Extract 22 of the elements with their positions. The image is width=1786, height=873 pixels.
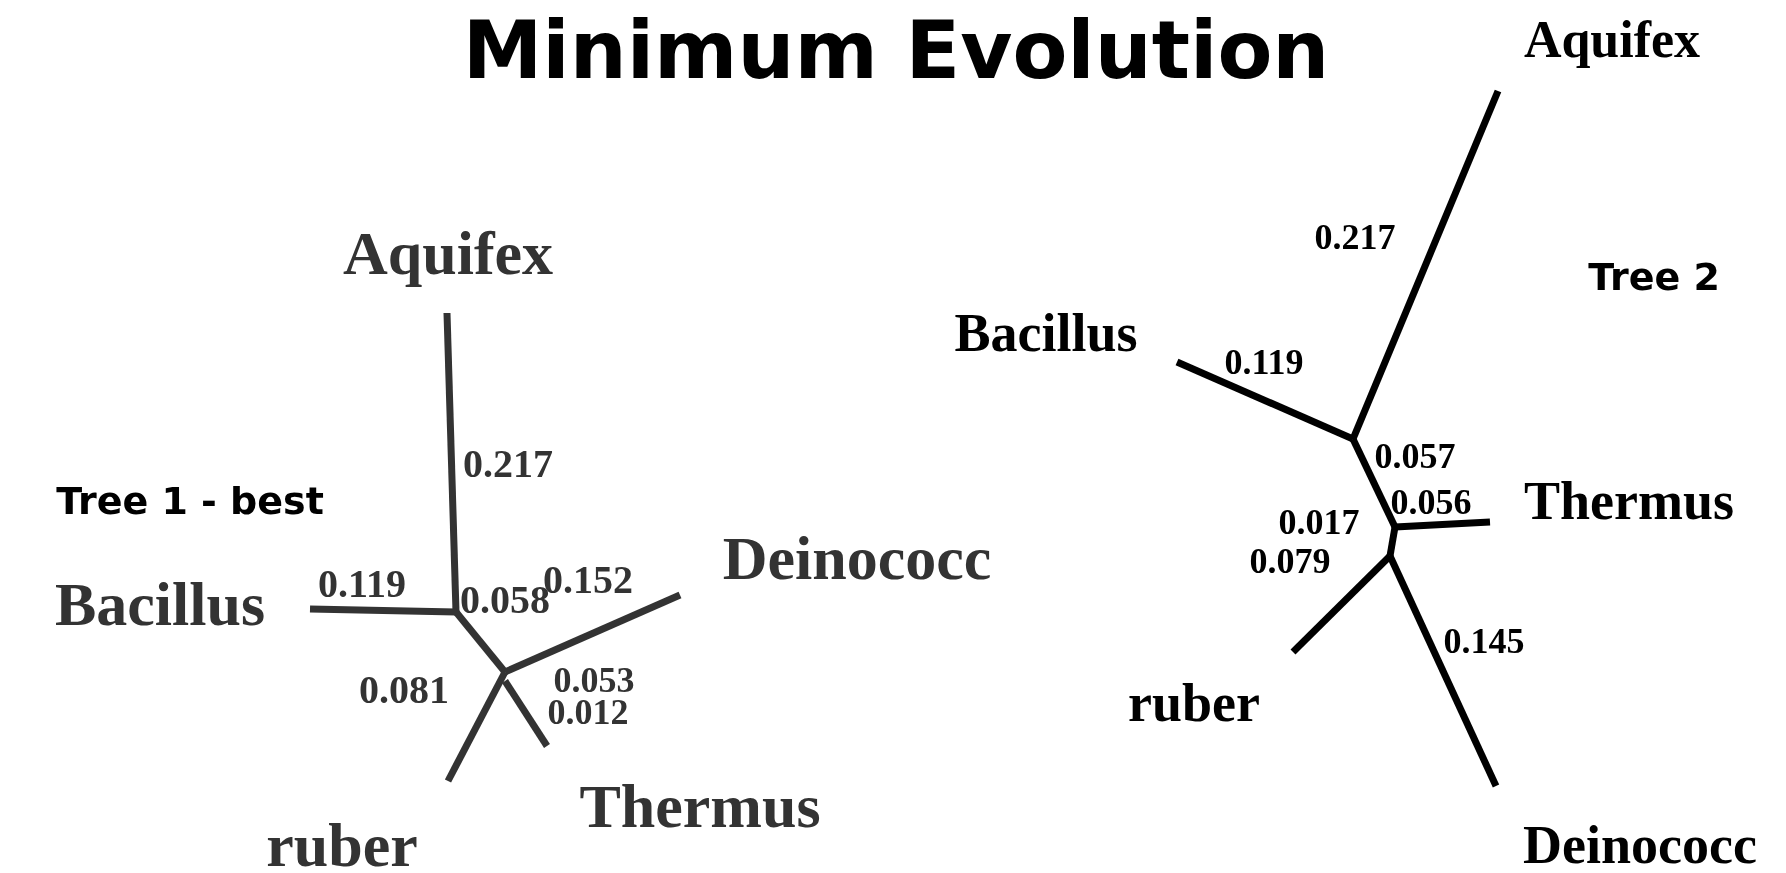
- species-name: Bacillus: [54, 573, 266, 635]
- branch-length: 0.217: [1314, 219, 1396, 255]
- title: Minimum Evolution: [462, 11, 1330, 91]
- species-name: ruber: [266, 814, 418, 873]
- branch-length: 0.119: [318, 564, 406, 604]
- species-name: Deinococc: [722, 527, 992, 589]
- branch-length: 0.119: [1224, 344, 1304, 380]
- species-name: Thermus: [1524, 474, 1734, 528]
- tree-label: Tree 2: [1588, 258, 1720, 296]
- branch-length: 0.217: [463, 444, 553, 484]
- branch-length: 0.056: [1390, 484, 1472, 520]
- species-name: Bacillus: [954, 306, 1138, 360]
- species-name: Aquifex: [1523, 14, 1701, 66]
- branch-length: 0.017: [1278, 504, 1360, 540]
- species-name: Thermus: [579, 775, 821, 837]
- species-name: Deinococc: [1523, 818, 1757, 872]
- species-name: ruber: [1128, 676, 1260, 730]
- tree-label: Tree 1 - best: [56, 482, 324, 520]
- branch-length: 0.079: [1249, 543, 1331, 579]
- branch-length: 0.145: [1443, 623, 1525, 659]
- branch-length: 0.081: [359, 670, 449, 710]
- branch-length: 0.057: [1374, 438, 1456, 474]
